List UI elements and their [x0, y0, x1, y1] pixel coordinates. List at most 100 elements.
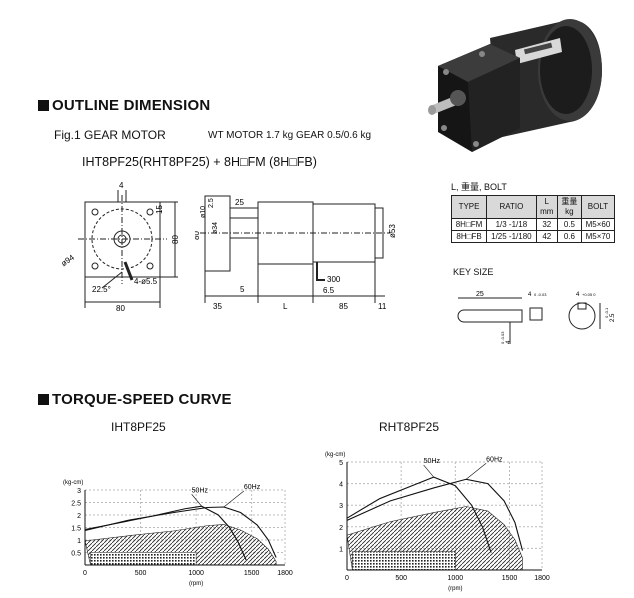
table-row: 8H□FM 1/3 -1/18 32 0.5 M5×60 [450, 218, 616, 231]
y-tick-label: 5 [339, 460, 343, 467]
y-axis-label: (kg-cm) [63, 480, 83, 486]
square-bullet-icon [38, 100, 49, 111]
dim-80-bottom: 80 [116, 304, 125, 313]
x-tick-label: 0 [345, 575, 349, 582]
dim-phi94: ø94 [60, 253, 76, 269]
spec-table-caption: L, 重量, BOLT [451, 182, 507, 192]
key-dia: 4 [576, 292, 580, 298]
header-weight: 重量 kg [556, 195, 582, 219]
chart2-title: RHT8PF25 [379, 420, 440, 434]
dim-phi53: ø53 [388, 224, 397, 238]
x-tick-label: 1500 [502, 575, 518, 582]
spec-table: TYPE RATIO L mm 重量 kg BOLT 8H□FM 1/3 -1/… [450, 195, 616, 243]
series-label: 50Hz [192, 487, 209, 494]
series-label: 60Hz [244, 484, 261, 491]
x-tick-label: 1800 [534, 575, 550, 582]
key-size-title: KEY SIZE [453, 267, 494, 277]
cell-bolt: M5×60 [580, 218, 616, 231]
cell-l: 32 [535, 218, 558, 231]
dim-6-5: 6.5 [323, 286, 335, 295]
dotted-area [352, 551, 456, 571]
y-tick-label: 2 [339, 525, 343, 532]
key-depth-tol: 0 -0.1 [604, 307, 609, 318]
cell-ratio: 1/25 -1/180 [486, 230, 537, 243]
y-tick-label: 1.5 [71, 526, 81, 533]
y-tick-label: 3 [77, 488, 81, 495]
dim-35: 35 [213, 302, 222, 311]
cell-l: 42 [535, 230, 558, 243]
dim-hole: 4-ø5.5 [134, 277, 158, 286]
torque-title: TORQUE-SPEED CURVE [38, 391, 232, 408]
dim-300: 300 [327, 275, 341, 284]
side-view-drawing: 25 ø10 2.5 ø34 80 ø53 300 6.5 5 35 L 85 … [195, 195, 397, 311]
x-tick-label: 500 [135, 570, 147, 577]
fig-label: Fig.1 GEAR MOTOR [54, 128, 166, 142]
cell-type: 8H□FB [450, 230, 488, 243]
model-line: IHT8PF25(RHT8PF25) + 8H□FM (8H□FB) [82, 155, 317, 169]
cell-weight: 0.5 [556, 218, 582, 231]
y-tick-label: 3 [339, 503, 343, 510]
key-depth: 2.5 [610, 313, 616, 322]
series-leader [423, 464, 434, 478]
dim-2-5-small: 2.5 [208, 198, 215, 208]
dim-80-side: 80 [171, 235, 180, 244]
y-tick-label: 2.5 [71, 501, 81, 508]
dim-15: 15 [155, 205, 164, 214]
dim-80: 80 [195, 231, 201, 240]
key-len: 25 [476, 291, 484, 298]
motor-photo [420, 10, 630, 160]
chart1-title: IHT8PF25 [111, 420, 166, 434]
x-tick-label: 1000 [188, 570, 204, 577]
dim-angle: 22.5° [92, 285, 111, 294]
dim-phi10: ø10 [200, 206, 207, 218]
series-label: 60Hz [486, 456, 503, 463]
series-label: 50Hz [424, 458, 441, 465]
cell-ratio: 1/3 -1/18 [486, 218, 537, 231]
square-bullet-icon [38, 394, 49, 405]
key-dia-tol: +0.05 0 [582, 292, 596, 297]
outline-title-text: OUTLINE DIMENSION [52, 97, 211, 114]
spec-table-header: TYPE RATIO L mm 重量 kg BOLT [450, 195, 616, 219]
key-h-tol: 0 -0.03 [500, 331, 505, 344]
dim-11: 11 [378, 302, 387, 311]
dim-5: 5 [240, 285, 245, 294]
torque-title-text: TORQUE-SPEED CURVE [52, 391, 232, 408]
x-tick-label: 1800 [277, 570, 293, 577]
cell-weight: 0.6 [556, 230, 582, 243]
x-tick-label: 1500 [244, 570, 260, 577]
dim-phi34: ø34 [212, 222, 219, 234]
header-type: TYPE [450, 195, 488, 219]
x-tick-label: 1000 [448, 575, 464, 582]
dim-4: 4 [119, 181, 124, 190]
front-view-drawing: 4 15 80 ø94 4-ø5.5 22.5° 80 [60, 181, 180, 313]
table-row: 8H□FB 1/25 -1/180 42 0.6 M5×70 [450, 230, 616, 243]
weight-label: WT MOTOR 1.7 kg GEAR 0.5/0.6 kg [208, 130, 372, 141]
header-ratio: RATIO [486, 195, 537, 219]
motor-photo-drawing [428, 19, 602, 152]
series-line-60hz [346, 478, 524, 551]
key-size-drawing: 25 4 4 0 -0.03 4 +0.05 0 2.5 0 -0.1 0 -0… [457, 291, 616, 344]
y-tick-label: 1 [77, 538, 81, 545]
header-l: L mm [535, 195, 558, 219]
series-line-50hz [84, 505, 247, 561]
y-tick-label: 4 [339, 482, 343, 489]
x-axis-label: (rpm) [448, 586, 462, 592]
dim-85: 85 [339, 302, 348, 311]
x-tick-label: 0 [83, 570, 87, 577]
y-tick-label: 0.5 [71, 551, 81, 558]
x-tick-label: 500 [395, 575, 407, 582]
x-axis-label: (rpm) [189, 581, 203, 587]
key-w-tol: 0 -0.03 [534, 292, 547, 297]
dim-L: L [283, 302, 288, 311]
cell-bolt: M5×70 [580, 230, 616, 243]
series-leader [191, 494, 202, 507]
y-axis-label: (kg-cm) [325, 452, 345, 458]
torque-chart-iht8pf25: 50Hz 60Hz 0.5 1 1.5 2 2.5 3 0 500 1000 1500 1800 (kg-… [63, 480, 293, 587]
outline-title: OUTLINE DIMENSION [38, 97, 210, 114]
y-tick-label: 2 [77, 513, 81, 520]
key-w: 4 [528, 292, 532, 298]
dim-25: 25 [235, 198, 244, 207]
series-leader [465, 463, 487, 480]
cell-type: 8H□FM [450, 218, 488, 231]
